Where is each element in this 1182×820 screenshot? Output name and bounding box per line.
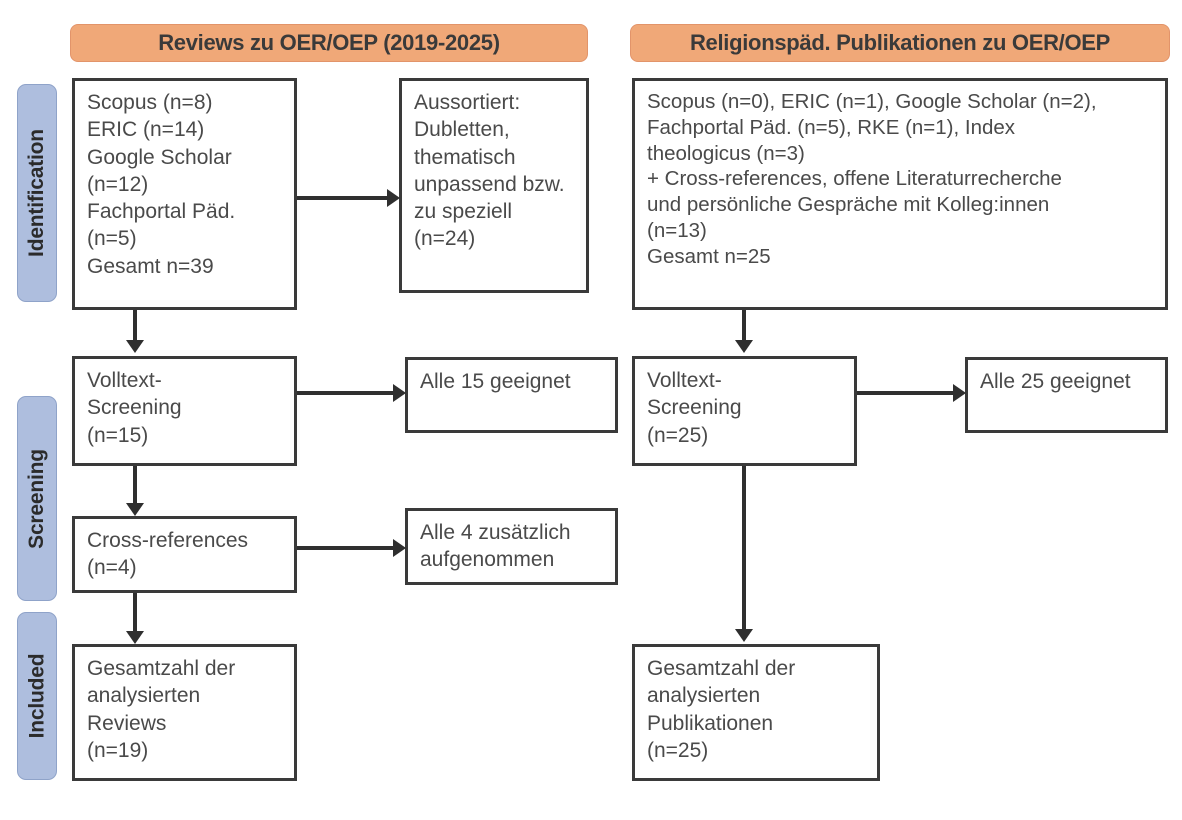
connector-left-identification-to-excluded: [297, 196, 387, 200]
connector-right-screening-to-included: [742, 466, 746, 636]
box-left-crossrefs: Cross-references (n=4): [72, 516, 297, 593]
phase-label-identification: Identification: [25, 129, 48, 257]
arrowhead-right-screening-to-included: [735, 629, 753, 642]
phase-pill-screening: Screening: [17, 396, 57, 601]
box-right-screening-result: Alle 25 geeignet: [965, 357, 1168, 433]
column-header-reviews: Reviews zu OER/OEP (2019-2025): [70, 24, 588, 62]
box-left-included: Gesamtzahl der analysierten Reviews (n=1…: [72, 644, 297, 781]
connector-right-screening-to-result: [857, 391, 953, 395]
phase-pill-identification: Identification: [17, 84, 57, 302]
box-right-identification: Scopus (n=0), ERIC (n=1), Google Scholar…: [632, 78, 1168, 310]
arrowhead-left-screening-to-result: [393, 384, 406, 402]
arrowhead-left-screening-to-crossrefs: [126, 503, 144, 516]
box-right-fulltext-screening: Volltext- Screening (n=25): [632, 356, 857, 466]
connector-left-screening-to-result: [297, 391, 393, 395]
column-header-religionspaed: Religionspäd. Publikationen zu OER/OEP: [630, 24, 1170, 62]
connector-left-screening-to-crossrefs: [133, 466, 137, 510]
arrowhead-left-crossrefs-to-result: [393, 539, 406, 557]
arrowhead-right-screening-to-result: [953, 384, 966, 402]
connector-left-crossrefs-to-result: [297, 546, 393, 550]
column-header-reviews-label: Reviews zu OER/OEP (2019-2025): [158, 30, 500, 55]
box-right-included: Gesamtzahl der analysierten Publikatione…: [632, 644, 880, 781]
box-left-crossrefs-result: Alle 4 zusätzlich aufgenommen: [405, 508, 618, 585]
column-header-religionspaed-label: Religionspäd. Publikationen zu OER/OEP: [689, 30, 1111, 55]
arrowhead-left-identification-to-screening: [126, 340, 144, 353]
phase-label-screening: Screening: [25, 448, 49, 549]
arrowhead-left-crossrefs-to-included: [126, 631, 144, 644]
connector-right-identification-to-screening: [742, 310, 746, 343]
arrowhead-right-identification-to-screening: [735, 340, 753, 353]
phase-label-included: Included: [25, 653, 48, 739]
box-left-identification: Scopus (n=8) ERIC (n=14) Google Scholar …: [72, 78, 297, 310]
box-left-fulltext-screening: Volltext- Screening (n=15): [72, 356, 297, 466]
connector-left-crossrefs-to-included: [133, 593, 137, 638]
connector-left-identification-to-screening: [133, 310, 137, 343]
box-left-excluded: Aussortiert: Dubletten, thematisch unpas…: [399, 78, 589, 293]
phase-pill-included: Included: [17, 612, 57, 780]
box-left-screening-result: Alle 15 geeignet: [405, 357, 618, 433]
arrowhead-left-identification-to-excluded: [387, 189, 400, 207]
